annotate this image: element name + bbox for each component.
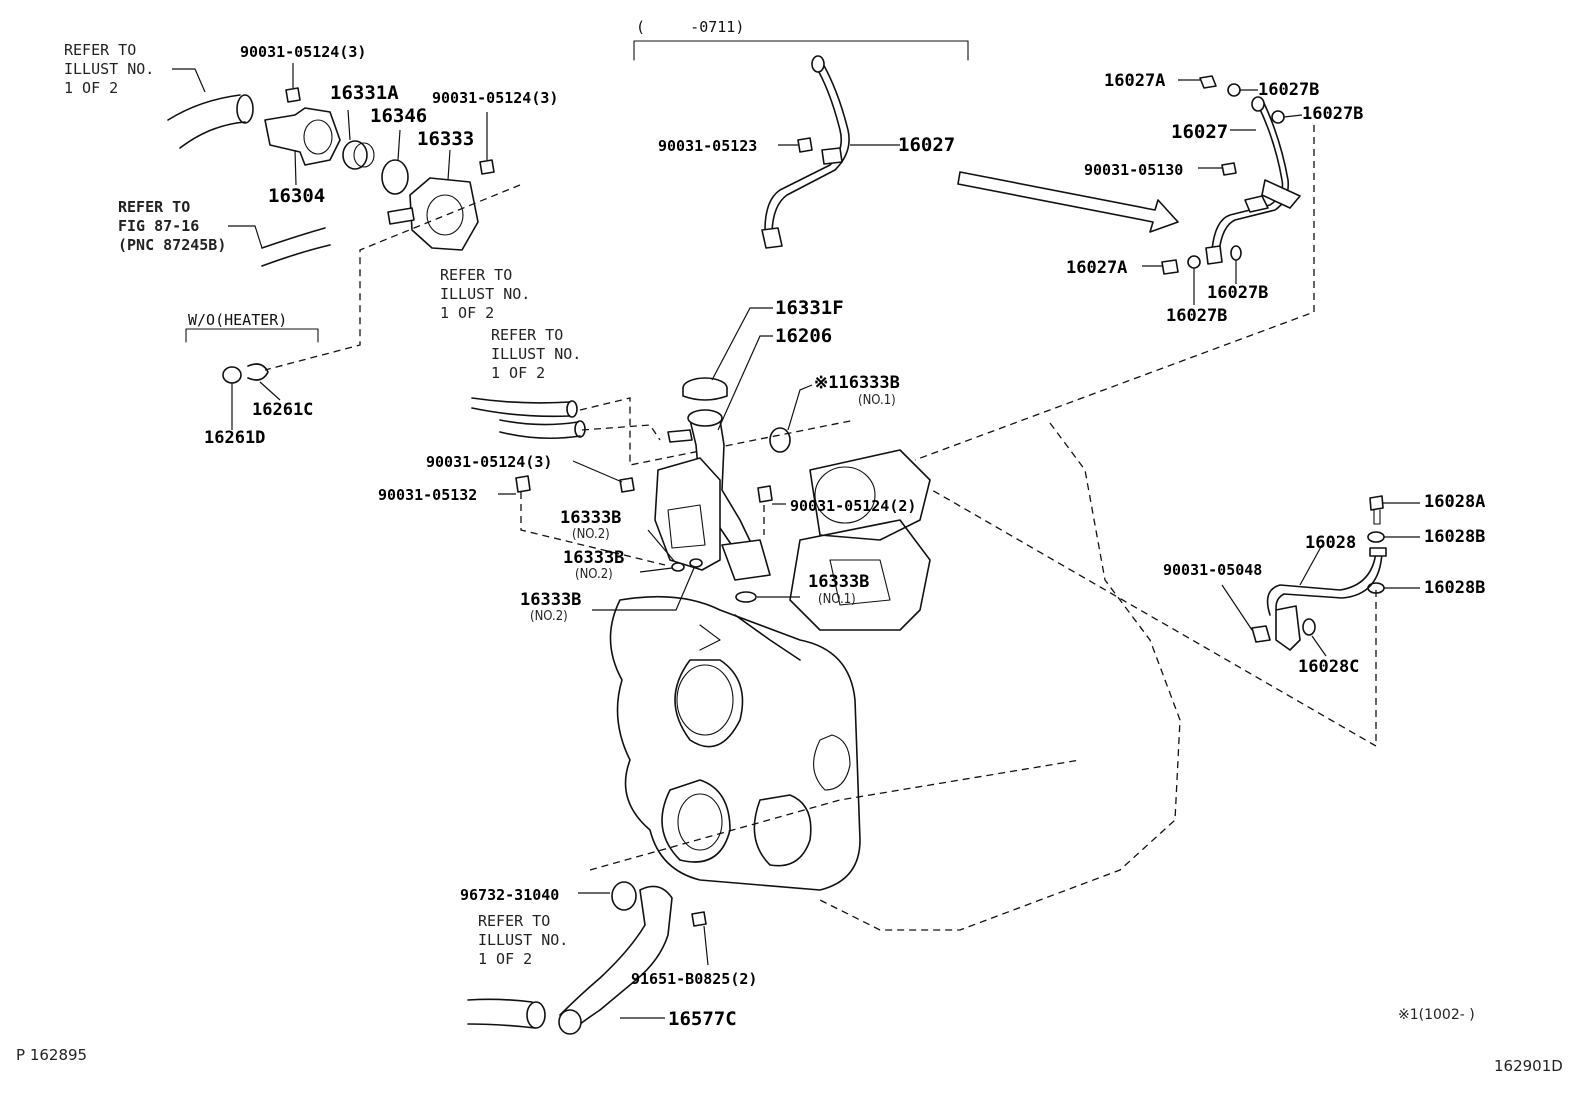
part-16027B-d: 16027B bbox=[1166, 306, 1228, 326]
part-16304: 16304 bbox=[268, 185, 326, 207]
part-16027-right: 16027 bbox=[1171, 121, 1229, 143]
water-outlet bbox=[471, 307, 856, 611]
part-16027A-a: 16027A bbox=[1104, 71, 1166, 91]
oil-pipe-detail bbox=[914, 75, 1315, 461]
no2-label-a: (NO.2) bbox=[572, 527, 610, 542]
part-90031-05048: 90031-05048 bbox=[1163, 561, 1263, 579]
oil-pipe-16028 bbox=[931, 489, 1420, 748]
part-16346: 16346 bbox=[370, 105, 428, 127]
inlet-assembly bbox=[167, 63, 521, 430]
refer-note-illust-1: REFER TO ILLUST NO. 1 OF 2 bbox=[64, 41, 155, 97]
direction-arrow bbox=[957, 171, 1179, 233]
part-90031-05132: 90031-05132 bbox=[378, 486, 478, 504]
part-16028A: 16028A bbox=[1424, 492, 1486, 512]
date-range-label: ( -0711) bbox=[636, 18, 745, 36]
part-90031-05124-3-a: 90031-05124(3) bbox=[240, 43, 367, 61]
no2-label-b: (NO.2) bbox=[575, 567, 613, 582]
engine-block-outline bbox=[589, 422, 1181, 931]
part-96732-31040: 96732-31040 bbox=[460, 886, 560, 904]
part-16028B-a: 16028B bbox=[1424, 527, 1486, 547]
part-90031-05123: 90031-05123 bbox=[658, 137, 758, 155]
part-16331A: 16331A bbox=[330, 82, 399, 104]
refer-note-illust-2: REFER TO ILLUST NO. 1 OF 2 bbox=[440, 266, 531, 322]
part-16333B-b: 16333B bbox=[563, 548, 625, 568]
part-16261C: 16261C bbox=[252, 400, 314, 420]
part-16577C: 16577C bbox=[668, 1008, 737, 1030]
no1-label-b: (NO.1) bbox=[818, 592, 856, 607]
part-16333B-a: 16333B bbox=[560, 508, 622, 528]
part-16027B-c: 16027B bbox=[1207, 283, 1269, 303]
refer-note-illust-3: REFER TO ILLUST NO. 1 OF 2 bbox=[491, 326, 582, 382]
oil-pipe-16027 bbox=[633, 40, 969, 249]
part-16333B-c: 16333B bbox=[808, 572, 870, 592]
part-90031-05124-3-b: 90031-05124(3) bbox=[432, 89, 559, 107]
part-16206: 16206 bbox=[775, 325, 833, 347]
part-16027B-b: 16027B bbox=[1302, 104, 1364, 124]
part-90031-05130: 90031-05130 bbox=[1084, 161, 1184, 179]
part-16333B-d: 16333B bbox=[520, 590, 582, 610]
right-figure-code: 162901D bbox=[1494, 1057, 1563, 1075]
refer-note-fig: REFER TO FIG 87-16 (PNC 87245B) bbox=[118, 198, 227, 254]
part-16028: 16028 bbox=[1305, 533, 1357, 553]
part-16028C: 16028C bbox=[1298, 657, 1360, 677]
left-figure-code: P 162895 bbox=[16, 1046, 88, 1064]
part-16331F: 16331F bbox=[775, 297, 844, 319]
part-16028B-b: 16028B bbox=[1424, 578, 1486, 598]
water-inlet-pipe bbox=[467, 881, 709, 1035]
part-16027A-b: 16027A bbox=[1066, 258, 1128, 278]
star-footnote: ※1(1002- ) bbox=[1398, 1007, 1475, 1023]
part-16261D: 16261D bbox=[204, 428, 266, 448]
no2-label-c: (NO.2) bbox=[530, 609, 568, 624]
part-16333: 16333 bbox=[417, 128, 475, 150]
no1-label-a: (NO.1) bbox=[858, 393, 896, 408]
part-90031-05124-2: 90031-05124(2) bbox=[790, 497, 917, 515]
part-91651-B0825: 91651-B0825(2) bbox=[631, 970, 758, 988]
part-16027: 16027 bbox=[898, 134, 956, 156]
part-90031-05124-3-c: 90031-05124(3) bbox=[426, 453, 553, 471]
wo-heater-label: W/O(HEATER) bbox=[188, 311, 288, 329]
part-16333B-star: ※116333B bbox=[814, 373, 900, 393]
refer-note-illust-4: REFER TO ILLUST NO. 1 OF 2 bbox=[478, 912, 569, 968]
part-16027B-a: 16027B bbox=[1258, 80, 1320, 100]
